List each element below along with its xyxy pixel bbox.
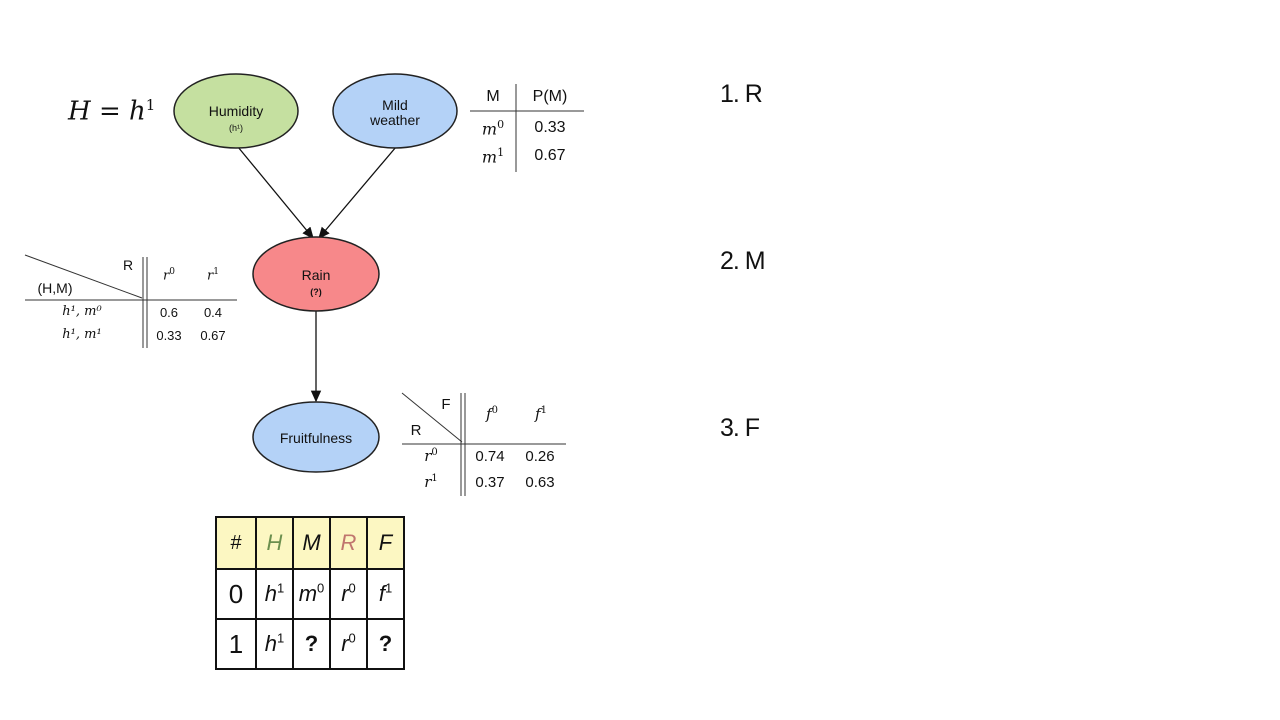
edge-mild-rain xyxy=(318,146,397,239)
cpt-r-value: 0.33 xyxy=(156,328,182,343)
cpt-f-row-state: r0 xyxy=(424,447,438,465)
node-rain xyxy=(252,236,380,312)
samples-header-r: R xyxy=(329,516,368,570)
cpt-r-row-label: h¹, m⁰ xyxy=(62,304,102,319)
edge-humidity-rain xyxy=(237,146,314,240)
cpt-m-row-value: 0.33 xyxy=(534,119,566,136)
samples-header-h: H xyxy=(255,516,294,570)
cpt-m-row-state: m1 xyxy=(481,146,505,167)
cpt-f-col-state: f0 xyxy=(486,405,498,423)
sample-index: 1 xyxy=(215,618,257,670)
cpt-r-value: 0.6 xyxy=(159,305,179,320)
step-2: 2. M xyxy=(720,247,766,275)
cpt-f-row-state: r1 xyxy=(424,473,438,491)
cpt-m-row-state: m0 xyxy=(481,118,505,139)
cpt-f-value: 0.74 xyxy=(475,448,505,465)
step-1: 1. R xyxy=(720,80,763,108)
cpt-m-header-prob: P(M) xyxy=(532,88,568,105)
node-rain-label: Rain (?) xyxy=(301,267,331,298)
node-humidity-label: Humidity (h¹) xyxy=(208,103,264,134)
cpt-f-value: 0.26 xyxy=(525,448,555,465)
cpt-r-value: 0.4 xyxy=(203,305,223,320)
cpt-r-row-label: h¹, m¹ xyxy=(62,327,102,342)
node-fruitfulness xyxy=(252,401,380,473)
cpt-f-value: 0.37 xyxy=(475,474,505,491)
cpt-m-header-var: M xyxy=(486,88,500,105)
node-humidity xyxy=(173,73,299,149)
sample-r: r0 xyxy=(329,618,368,670)
samples-header-f: F xyxy=(366,516,405,570)
node-fruitfulness-label: Fruitfulness xyxy=(279,430,353,446)
table-row: 1 h1 ? r0 ? xyxy=(215,618,405,670)
cpt-f-row-var: R xyxy=(410,422,422,439)
sample-r: r0 xyxy=(329,568,368,620)
samples-header-index: # xyxy=(215,516,257,570)
sample-f: ? xyxy=(366,618,405,670)
cpt-r-col-state: r0 xyxy=(163,267,175,284)
evidence-label: H = h1 xyxy=(68,96,156,127)
sample-h: h1 xyxy=(255,568,294,620)
cpt-r-row-var: (H,M) xyxy=(37,280,73,296)
node-mild-weather xyxy=(332,73,458,149)
cpt-f-col-var: F xyxy=(441,396,451,413)
cpt-m-row-value: 0.67 xyxy=(534,147,566,164)
samples-header-row: # H M R F xyxy=(215,516,405,570)
sample-m: m0 xyxy=(292,568,331,620)
node-mild-weather-label: Mild weather xyxy=(370,97,420,128)
step-3: 3. F xyxy=(720,414,760,442)
sample-h: h1 xyxy=(255,618,294,670)
cpt-r-col-var: R xyxy=(122,257,134,273)
samples-table: # H M R F 0 h1 m0 r0 f1 1 h1 ? r0 ? xyxy=(215,516,405,670)
sample-m: ? xyxy=(292,618,331,670)
cpt-f-col-state: f1 xyxy=(535,405,547,423)
cpt-r-value: 0.67 xyxy=(200,328,226,343)
cpt-r-col-state: r1 xyxy=(207,267,219,284)
cpt-f-value: 0.63 xyxy=(525,474,555,491)
sample-index: 0 xyxy=(215,568,257,620)
samples-header-m: M xyxy=(292,516,331,570)
table-row: 0 h1 m0 r0 f1 xyxy=(215,568,405,620)
sample-f: f1 xyxy=(366,568,405,620)
